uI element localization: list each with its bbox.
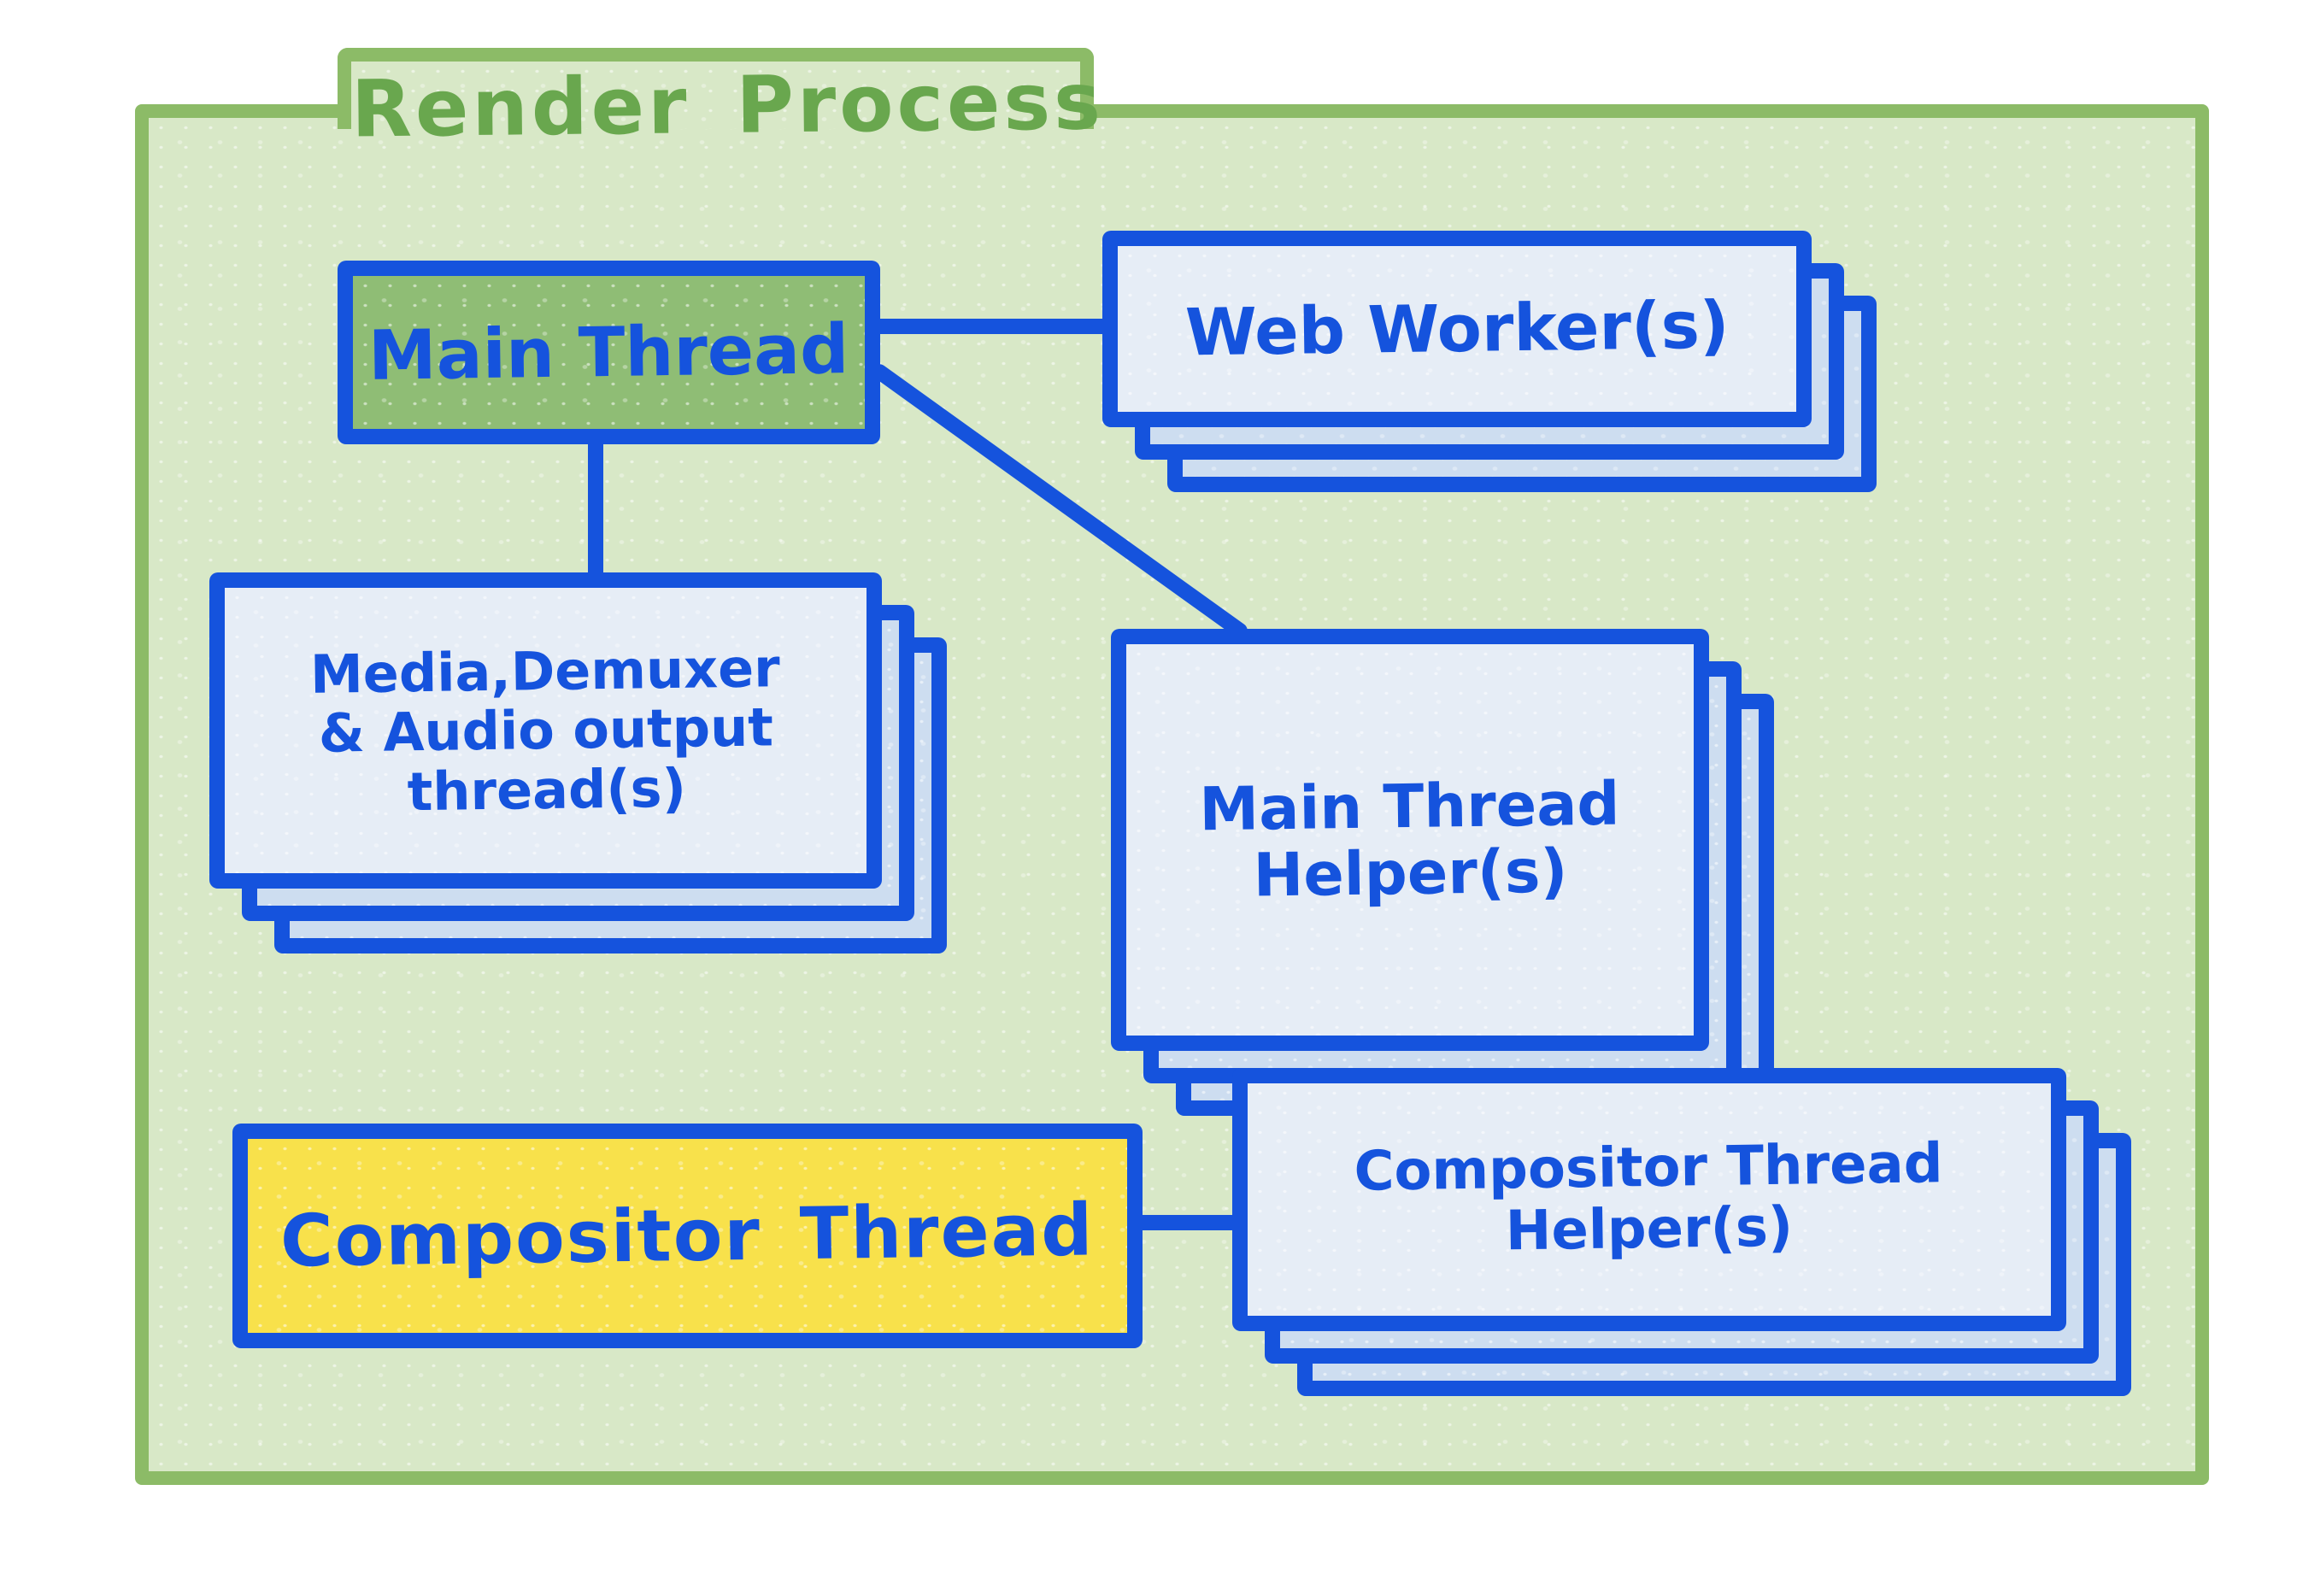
media-threads-label-line1: Media,Demuxer: [309, 637, 780, 706]
compositor-thread-label: Compositor Thread: [279, 1188, 1096, 1284]
node-compositor-thread: Compositor Thread: [232, 1124, 1143, 1348]
media-threads-label-line2: & Audio output: [317, 695, 774, 765]
media-threads-label: Media,Demuxer & Audio output thread(s): [309, 637, 782, 823]
connector-compositor-helpers: [1135, 1215, 1239, 1230]
main-thread-helpers-card-front: Main Thread Helper(s): [1111, 629, 1709, 1051]
diagram-title: Render Process: [350, 56, 1105, 155]
render-process-folder-tab: [338, 48, 1094, 129]
connector-main-thread-media: [588, 436, 603, 581]
compositor-helpers-label-line2: Helper(s): [1505, 1195, 1795, 1264]
main-thread-helpers-label-line2: Helper(s): [1253, 836, 1569, 911]
web-workers-card-front: Web Worker(s): [1102, 231, 1812, 427]
main-thread-label: Main Thread: [367, 308, 850, 396]
main-thread-helpers-label-line1: Main Thread: [1198, 768, 1621, 845]
node-main-thread: Main Thread: [338, 261, 880, 444]
media-threads-label-line3: thread(s): [406, 756, 687, 823]
main-thread-helpers-label: Main Thread Helper(s): [1198, 768, 1621, 911]
web-workers-label: Web Worker(s): [1184, 286, 1730, 371]
compositor-helpers-card-front: Compositor Thread Helper(s): [1232, 1068, 2066, 1331]
compositor-helpers-label-line1: Compositor Thread: [1354, 1132, 1944, 1205]
compositor-helpers-label: Compositor Thread Helper(s): [1354, 1132, 1945, 1265]
connector-main-thread-web-workers: [872, 319, 1113, 334]
media-threads-card-front: Media,Demuxer & Audio output thread(s): [209, 572, 882, 889]
